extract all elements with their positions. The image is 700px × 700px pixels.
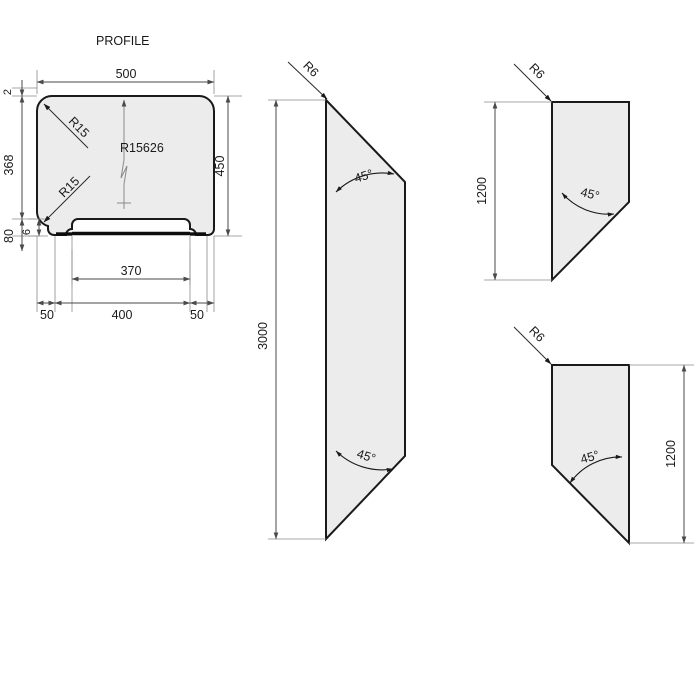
- elevation-center-outline: [325, 97, 406, 542]
- dim-6-label: 6: [21, 229, 33, 235]
- radius-top-left-leader: [43, 103, 89, 149]
- elevation-center-ext-lines: [268, 99, 326, 540]
- elevation-top-right-r6-label: R6: [526, 61, 547, 82]
- elevation-bottom-right-view: R6 1200 45°: [513, 324, 694, 546]
- center-radius-note: R15626: [120, 141, 164, 155]
- dim-3000-label: 3000: [256, 322, 270, 350]
- dim-500-label: 500: [116, 67, 137, 81]
- angle-bottom-arc: [335, 450, 394, 473]
- dim-80-label: 80: [2, 229, 16, 243]
- dim-370-label: 370: [121, 264, 142, 278]
- elevation-center-view: R6 3000 45° 45°: [256, 59, 406, 542]
- page-title: PROFILE: [96, 34, 150, 48]
- elevation-center-r6-leader: [287, 61, 328, 100]
- angle-top-label: 45°: [353, 167, 375, 186]
- dim-1200-top-label: 1200: [475, 177, 489, 205]
- dim-chain-bottom: 50 400 50: [36, 300, 215, 322]
- dim-450-label: 450: [213, 156, 227, 177]
- dim-foot-right-label: 50: [190, 308, 204, 322]
- dim-368-label: 368: [2, 155, 16, 176]
- radius-bottom-left-leader: [43, 175, 91, 223]
- elevation-top-right-view: R6 1200 45°: [475, 61, 630, 283]
- dim-1200-bottom-label: 1200: [664, 440, 678, 468]
- elevation-bottom-right-r6-label: R6: [526, 324, 547, 345]
- center-note-leader-jog: [120, 159, 128, 185]
- angle-top-arc: [335, 170, 395, 193]
- center-mark-cross: [117, 197, 131, 209]
- elevation-top-right-r6-leader: [513, 63, 552, 102]
- profile-view: PROFILE: [2, 34, 242, 322]
- angle-bottom-right-arc: [569, 454, 623, 484]
- dim-foot-center-label: 400: [112, 308, 133, 322]
- profile-outline: [35, 95, 215, 236]
- elevation-bottom-right-r6-leader: [513, 326, 552, 365]
- angle-top-right-arc: [561, 192, 615, 217]
- elevation-top-right-ext-lines: [484, 101, 552, 281]
- elevation-top-right-outline: [551, 101, 630, 283]
- angle-bottom-right-label: 45°: [579, 448, 601, 467]
- angle-top-right-label: 45°: [579, 185, 601, 203]
- angle-bottom-label: 45°: [355, 447, 377, 466]
- dim-foot-left-label: 50: [40, 308, 54, 322]
- dim-2-label: 2: [2, 89, 14, 95]
